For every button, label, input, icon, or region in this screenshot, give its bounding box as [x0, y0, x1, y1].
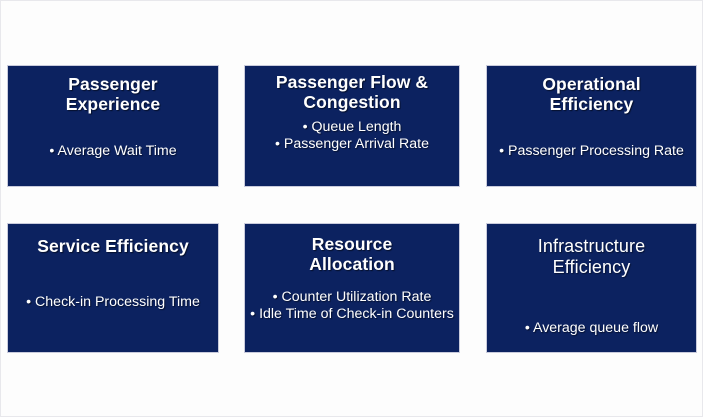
card-title: Resource Allocation [309, 234, 395, 275]
card-body: • Passenger Processing Rate [491, 143, 692, 160]
card-body: • Queue Length • Passenger Arrival Rate [249, 119, 455, 153]
card-resource-allocation[interactable]: Resource Allocation • Counter Utilizatio… [244, 223, 460, 353]
list-item: • Passenger Arrival Rate [274, 135, 429, 152]
card-title: Infrastructure Efficiency [537, 236, 646, 278]
card-title: Operational Efficiency [542, 74, 641, 115]
card-service-efficiency[interactable]: Service Efficiency • Check-in Processing… [7, 223, 219, 353]
card-grid: Passenger Experience • Average Wait Time… [7, 65, 697, 355]
list-item: • Passenger Processing Rate [499, 142, 684, 159]
card-body: • Counter Utilization Rate • Idle Time o… [249, 289, 455, 323]
card-title: Service Efficiency [37, 236, 189, 256]
list-item: • Counter Utilization Rate [272, 288, 432, 305]
card-passenger-experience[interactable]: Passenger Experience • Average Wait Time [7, 65, 219, 187]
card-title: Passenger Flow & Congestion [275, 72, 429, 113]
list-item: • Check-in Processing Time [26, 294, 200, 311]
card-passenger-flow-congestion[interactable]: Passenger Flow & Congestion • Queue Leng… [244, 65, 460, 187]
card-title: Passenger Experience [65, 74, 161, 115]
list-item: • Average Wait Time [49, 142, 177, 159]
card-infrastructure-efficiency[interactable]: Infrastructure Efficiency • Average queu… [486, 223, 697, 353]
list-item: • Average queue flow [524, 320, 659, 337]
card-body: • Average Wait Time [12, 143, 214, 160]
list-item: • Queue Length [302, 118, 402, 135]
card-body: • Average queue flow [491, 320, 692, 337]
card-operational-efficiency[interactable]: Operational Efficiency • Passenger Proce… [486, 65, 697, 187]
list-item: • Idle Time of Check-in Counters [250, 305, 454, 322]
card-body: • Check-in Processing Time [12, 294, 214, 311]
